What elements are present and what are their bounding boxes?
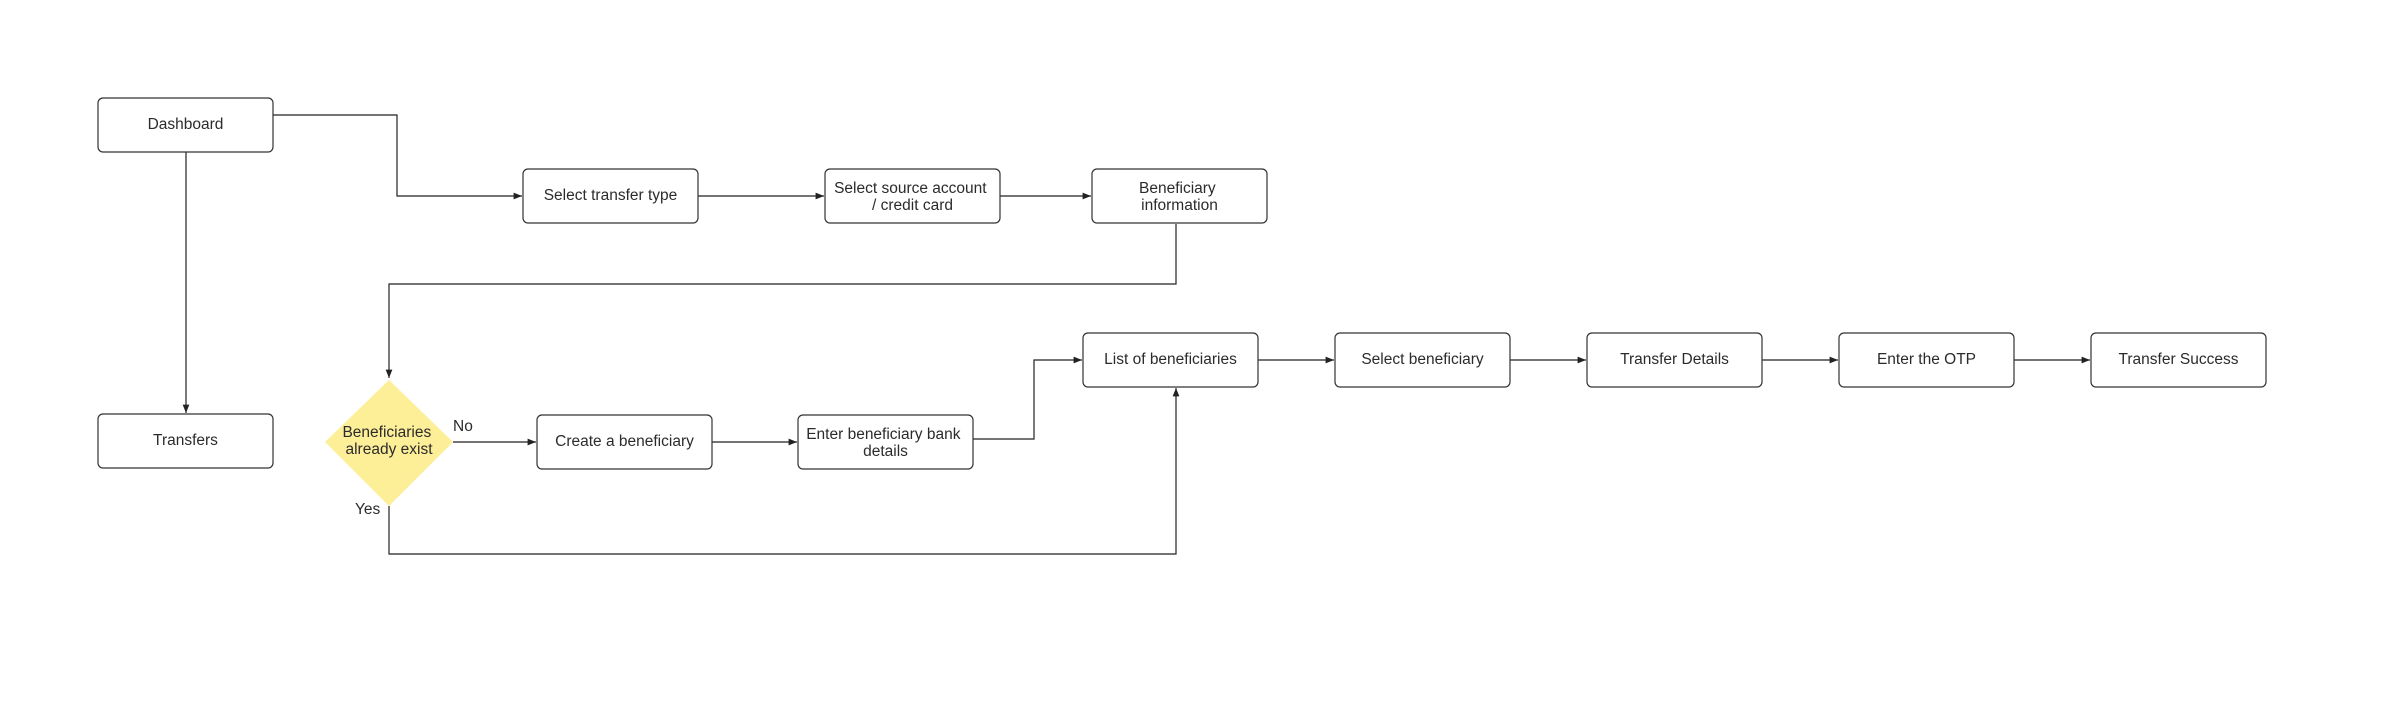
node-beneficiary-information[interactable]: Beneficiary information (1091, 168, 1268, 224)
node-label-line-2: / credit card (872, 197, 953, 214)
node-transfer-details[interactable]: Transfer Details (1586, 332, 1763, 388)
node-beneficiaries-exist-decision[interactable]: Beneficiaries already exist (325, 380, 453, 506)
node-label-line-1: Enter beneficiary bank (806, 426, 960, 443)
node-enter-bank-details[interactable]: Enter beneficiary bank details (797, 414, 974, 470)
node-create-beneficiary[interactable]: Create a beneficiary (536, 414, 713, 470)
node-label: Enter beneficiary bank details (806, 426, 965, 460)
edge-beneficiary-information-to-decision (385, 224, 1177, 378)
node-dashboard[interactable]: Dashboard (97, 97, 274, 153)
node-label: List of beneficiaries (1104, 351, 1237, 368)
decision-label-line-2: already exist (345, 441, 433, 458)
node-label: Beneficiary information (1139, 180, 1220, 214)
node-transfers[interactable]: Transfers (97, 413, 274, 469)
node-label: Create a beneficiary (555, 433, 694, 450)
node-label: Transfer Success (2118, 351, 2238, 368)
edge-decision-yes-to-list-of-beneficiaries (388, 388, 1180, 555)
node-label: Transfers (153, 432, 218, 449)
node-label-line-2: details (863, 443, 908, 460)
node-label-line-1: Beneficiary (1139, 180, 1216, 197)
decision-label-line-1: Beneficiaries (342, 424, 431, 441)
node-label: Transfer Details (1620, 351, 1729, 368)
node-label: Select beneficiary (1361, 351, 1484, 368)
node-label: Dashboard (148, 116, 224, 133)
node-label-line-1: Select source account (834, 180, 987, 197)
node-select-transfer-type[interactable]: Select transfer type (522, 168, 699, 224)
node-label: Select source account / credit card (834, 180, 991, 214)
node-label: Select transfer type (544, 187, 678, 204)
node-transfer-success[interactable]: Transfer Success (2090, 332, 2267, 388)
edges (182, 114, 2090, 555)
node-label-line-2: information (1141, 197, 1218, 214)
node-enter-otp[interactable]: Enter the OTP (1838, 332, 2015, 388)
edge-label-no: No (453, 418, 473, 435)
node-select-source-account[interactable]: Select source account / credit card (824, 168, 1001, 224)
edge-dashboard-to-select-transfer-type (273, 114, 522, 200)
edge-enter-bank-details-to-list-of-beneficiaries (973, 356, 1082, 440)
decision-label: Beneficiaries already exist (342, 424, 435, 458)
node-label: Enter the OTP (1877, 351, 1976, 368)
edge-label-yes: Yes (355, 501, 381, 518)
node-list-of-beneficiaries[interactable]: List of beneficiaries (1082, 332, 1259, 388)
node-select-beneficiary[interactable]: Select beneficiary (1334, 332, 1511, 388)
